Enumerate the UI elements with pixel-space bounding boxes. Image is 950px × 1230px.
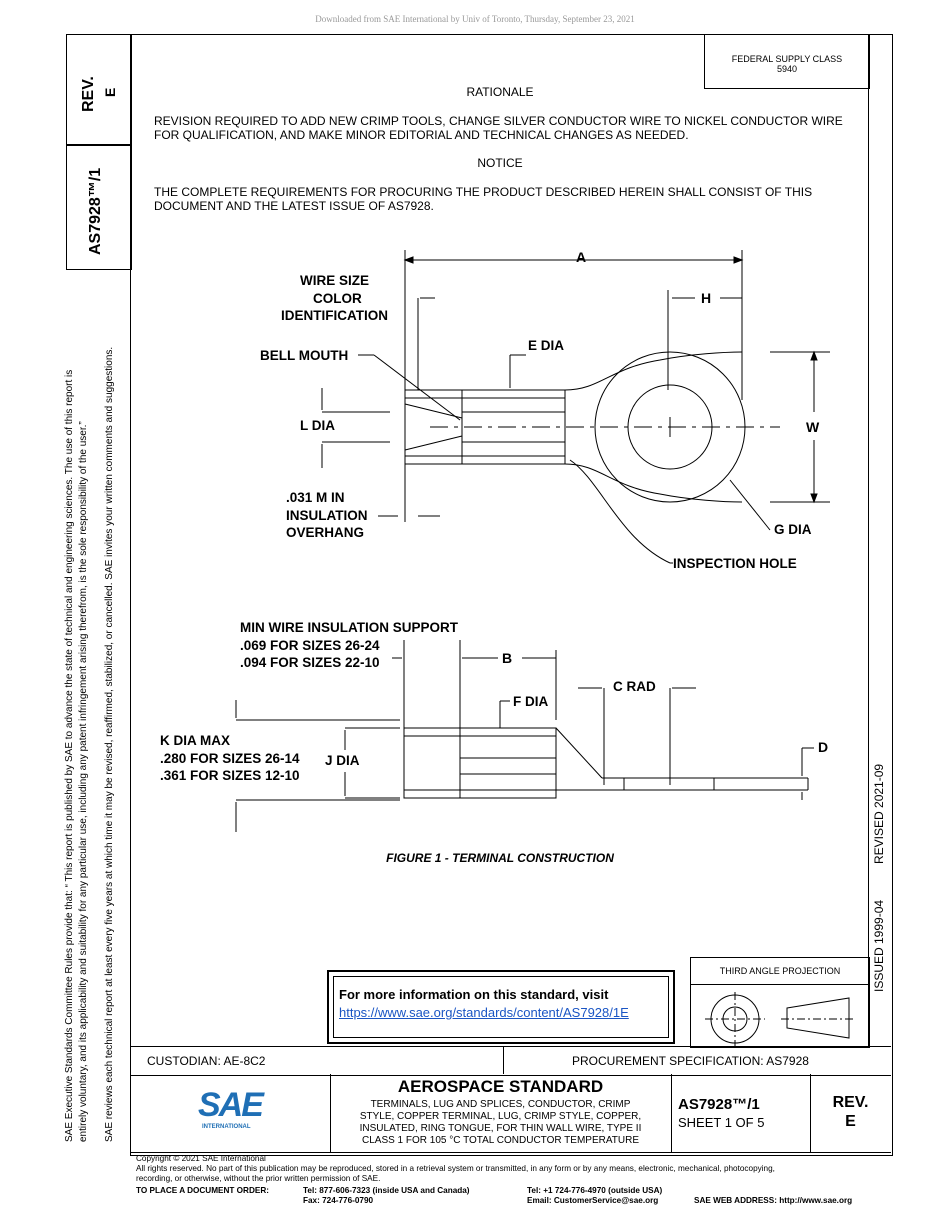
- overhang-label-1: .031 M IN: [286, 490, 345, 505]
- notice-text: THE COMPLETE REQUIREMENTS FOR PROCURING …: [154, 185, 813, 213]
- federal-supply-label: FEDERAL SUPPLY CLASS: [731, 54, 843, 64]
- dim-a-label: A: [576, 249, 586, 265]
- wire-size-label-2: COLOR: [313, 291, 362, 306]
- issued-date: ISSUED 1999-04: [872, 899, 886, 992]
- k-dia-label-1: K DIA MAX: [160, 733, 230, 748]
- sae-logo: SAE INTERNATIONAL: [198, 1088, 268, 1136]
- c-rad-label: C RAD: [613, 679, 656, 694]
- federal-supply-value: 5940: [776, 64, 798, 74]
- right-strip: [868, 34, 892, 1046]
- title-desc-1: TERMINALS, LUG AND SPLICES, CONDUCTOR, C…: [370, 1099, 631, 1110]
- title-divider-2: [671, 1074, 672, 1152]
- footer-tel-us: Tel: 877-606-7323 (inside USA and Canada…: [303, 1186, 470, 1195]
- wire-size-label-1: WIRE SIZE: [300, 273, 369, 288]
- j-dia-label: J DIA: [325, 753, 360, 768]
- download-note: Downloaded from SAE International by Uni…: [315, 14, 635, 24]
- min-support-label-1: MIN WIRE INSULATION SUPPORT: [240, 620, 459, 635]
- footer-fax: Fax: 724-776-0790: [303, 1196, 374, 1205]
- left-docnum-box: [66, 144, 132, 270]
- title-desc-2: STYLE, COPPER TERMINAL, LUG, CRIMP STYLE…: [359, 1111, 642, 1122]
- footer-web: SAE WEB ADDRESS: http://www.sae.org: [694, 1196, 853, 1205]
- projection-symbol: [705, 992, 855, 1046]
- dim-h-label: H: [701, 290, 711, 306]
- min-support-label-3: .094 FOR SIZES 22-10: [240, 655, 380, 670]
- footer-copyright: Copyright © 2021 SAE International: [136, 1154, 266, 1163]
- notice-heading: NOTICE: [477, 156, 523, 170]
- sae-logo-sub: INTERNATIONAL: [202, 1124, 251, 1130]
- dim-d-label: D: [818, 739, 828, 755]
- footer-rights-2: recording, or otherwise, without the pri…: [136, 1174, 381, 1183]
- more-info-box: For more information on this standard, v…: [327, 970, 675, 1044]
- title-block: [130, 1074, 891, 1153]
- revised-date: REVISED 2021-09: [872, 763, 886, 864]
- left-rev-value: E: [102, 87, 118, 97]
- rationale-heading: RATIONALE: [466, 85, 534, 99]
- side-notice-3: SAE reviews each technical report at lea…: [104, 346, 115, 1142]
- title-doc-number: AS7928™/1: [678, 1096, 760, 1113]
- more-info-link[interactable]: https://www.sae.org/standards/content/AS…: [339, 1005, 629, 1020]
- overhang-label-3: OVERHANG: [286, 525, 364, 540]
- wire-size-label-3: IDENTIFICATION: [281, 308, 388, 323]
- g-dia-label: G DIA: [774, 522, 812, 537]
- projection-box: THIRD ANGLE PROJECTION: [690, 957, 870, 1048]
- projection-label: THIRD ANGLE PROJECTION: [719, 966, 841, 976]
- k-dia-label-2: .280 FOR SIZES 26-14: [160, 751, 300, 766]
- side-notice-1: SAE Executive Standards Committee Rules …: [64, 369, 75, 1142]
- procurement-text: PROCUREMENT SPECIFICATION: AS7928: [572, 1054, 809, 1068]
- footer-rights-1: All rights reserved. No part of this pub…: [136, 1164, 775, 1173]
- left-rev-box: [66, 34, 132, 146]
- title-divider-3: [810, 1074, 811, 1152]
- l-dia-label: L DIA: [300, 418, 335, 433]
- terminal-drawing: A H WIRE SIZE COLOR IDENTIFICATION BELL …: [160, 249, 830, 832]
- sae-logo-letters: SAE: [198, 1086, 264, 1124]
- figure-caption: FIGURE 1 - TERMINAL CONSTRUCTION: [386, 851, 614, 865]
- dim-w-label: W: [806, 419, 820, 435]
- more-info-text: For more information on this standard, v…: [339, 987, 609, 1002]
- left-rev-label: REV.: [80, 76, 97, 112]
- title-desc-3: INSULATED, RING TONGUE, FOR THIN WALL WI…: [359, 1123, 642, 1134]
- title-sheet: SHEET 1 OF 5: [678, 1115, 765, 1130]
- overhang-label-2: INSULATION: [286, 508, 368, 523]
- federal-supply-box: FEDERAL SUPPLY CLASS 5940: [704, 34, 870, 89]
- title-divider-1: [330, 1074, 331, 1152]
- title-heading: AEROSPACE STANDARD: [397, 1077, 604, 1096]
- custodian-row: [130, 1046, 891, 1076]
- page-frame: [130, 34, 893, 1156]
- e-dia-label: E DIA: [528, 338, 564, 353]
- footer-email: Email: CustomerService@sae.org: [527, 1196, 659, 1205]
- k-dia-label-3: .361 FOR SIZES 12-10: [160, 768, 300, 783]
- footer-order-label: TO PLACE A DOCUMENT ORDER:: [136, 1186, 269, 1195]
- f-dia-label: F DIA: [513, 694, 548, 709]
- inspection-hole-label: INSPECTION HOLE: [673, 556, 797, 571]
- title-desc-4: CLASS 1 FOR 105 °C TOTAL CONDUCTOR TEMPE…: [361, 1135, 640, 1146]
- bell-mouth-label: BELL MOUTH: [260, 348, 348, 363]
- dim-b-label: B: [502, 650, 512, 666]
- footer: Copyright © 2021 SAE International All r…: [136, 1154, 886, 1184]
- side-notice-2: entirely voluntary, and its applicabilit…: [78, 421, 89, 1142]
- title-rev-label: REV.: [832, 1094, 869, 1111]
- title-description: TERMINALS, LUG AND SPLICES, CONDUCTOR, C…: [330, 1099, 671, 1147]
- footer-tel-intl: Tel: +1 724-776-4970 (outside USA): [527, 1186, 663, 1195]
- custodian-text: CUSTODIAN: AE-8C2: [147, 1054, 266, 1068]
- left-doc-number: AS7928™/1: [87, 167, 104, 255]
- rationale-text: REVISION REQUIRED TO ADD NEW CRIMP TOOLS…: [154, 114, 843, 142]
- custodian-divider: [503, 1046, 504, 1074]
- title-rev-value: E: [845, 1113, 856, 1130]
- min-support-label-2: .069 FOR SIZES 26-24: [240, 638, 380, 653]
